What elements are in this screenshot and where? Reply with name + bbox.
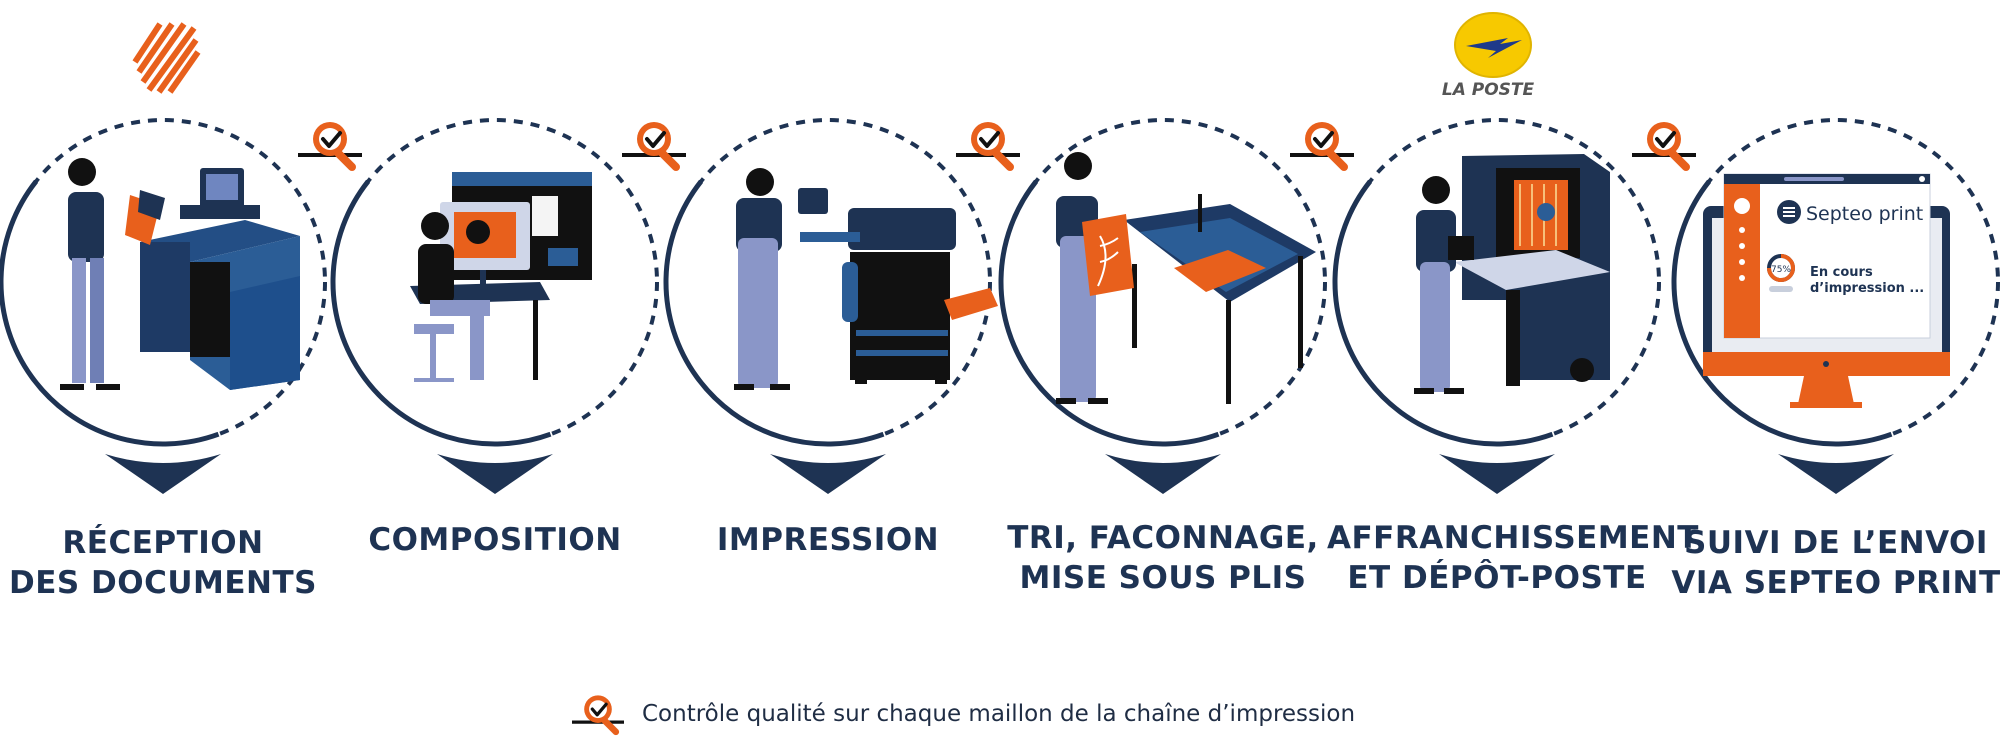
la-poste-text: LA POSTE	[1442, 80, 1535, 100]
step-label-line: MISE SOUS PLIS	[1019, 560, 1307, 596]
step-label-tri: TRI, FACONNAGE, MISE SOUS PLIS	[993, 518, 1333, 598]
step-circle-dashed	[0, 118, 327, 446]
step-circle-arc	[1671, 179, 1893, 447]
step-label-line: ET DÉPÔT-POSTE	[1347, 560, 1647, 596]
print-status-line2: d’impression ...	[1810, 281, 1924, 296]
step-label-affranchissement: AFFRANCHISSEMENT ET DÉPÔT-POSTE	[1327, 518, 1699, 598]
stripes-logo-icon	[132, 22, 201, 94]
print-status-line1: En cours	[1810, 265, 1873, 280]
step-circle-arc	[998, 179, 1220, 447]
step-label-line: IMPRESSION	[716, 522, 940, 558]
step-circle-arc	[330, 179, 552, 447]
step-label-line: DES DOCUMENTS	[9, 565, 317, 601]
step-circles	[0, 118, 2000, 494]
step-circle-dashed	[331, 118, 659, 446]
step-label-line: RÉCEPTION	[62, 525, 264, 561]
step-circle-dashed	[999, 118, 1327, 446]
quality-check-icon	[1290, 122, 1354, 167]
composition-illustration	[410, 172, 592, 382]
step-pointer	[1439, 454, 1555, 494]
step-pointer	[437, 454, 553, 494]
step-label-impression: IMPRESSION	[658, 520, 998, 560]
step-pointer	[770, 454, 886, 494]
step-circle-dashed	[1672, 118, 2000, 446]
progress-percent: 75%	[1771, 265, 1791, 275]
step-pointer	[105, 454, 221, 494]
legend: Contrôle qualité sur chaque maillon de l…	[572, 690, 1355, 738]
quality-check-icon	[1632, 122, 1696, 167]
step-pointer	[1778, 454, 1894, 494]
step-circle-dashed	[664, 118, 992, 446]
step-label-line: VIA SEPTEO PRINT	[1671, 565, 2000, 601]
step-circle-arc	[0, 179, 220, 447]
affranchissement-illustration	[1414, 154, 1610, 394]
impression-illustration	[734, 168, 998, 390]
step-label-suivi: SUIVI DE L’ENVOI VIA SEPTEO PRINT	[1666, 523, 2000, 603]
step-label-line: SUIVI DE L’ENVOI	[1684, 525, 1988, 561]
legend-text: Contrôle qualité sur chaque maillon de l…	[642, 701, 1356, 727]
septeo-logo-text: Septeo print	[1806, 203, 1923, 225]
quality-check-icon	[298, 122, 362, 167]
step-label-reception: RÉCEPTION DES DOCUMENTS	[0, 523, 333, 603]
tri-faconnage-illustration	[1056, 152, 1316, 404]
step-circle-arc	[663, 179, 885, 447]
step-circle-dashed	[1333, 118, 1661, 446]
quality-check-icon	[622, 122, 686, 167]
la-poste-logo: LA POSTE	[1442, 12, 1535, 100]
septeo-monitor-illustration: Septeo print 75% En cours d’impression .…	[1703, 173, 1950, 408]
step-label-line: AFFRANCHISSEMENT	[1327, 520, 1699, 556]
step-circle-arc	[1332, 179, 1554, 447]
quality-check-icon	[572, 690, 624, 738]
step-label-line: TRI, FACONNAGE,	[1007, 520, 1319, 556]
quality-check-icon	[956, 122, 1020, 167]
reception-illustration	[60, 158, 300, 390]
step-pointer	[1105, 454, 1221, 494]
step-label-line: COMPOSITION	[368, 522, 622, 558]
step-label-composition: COMPOSITION	[325, 520, 665, 560]
